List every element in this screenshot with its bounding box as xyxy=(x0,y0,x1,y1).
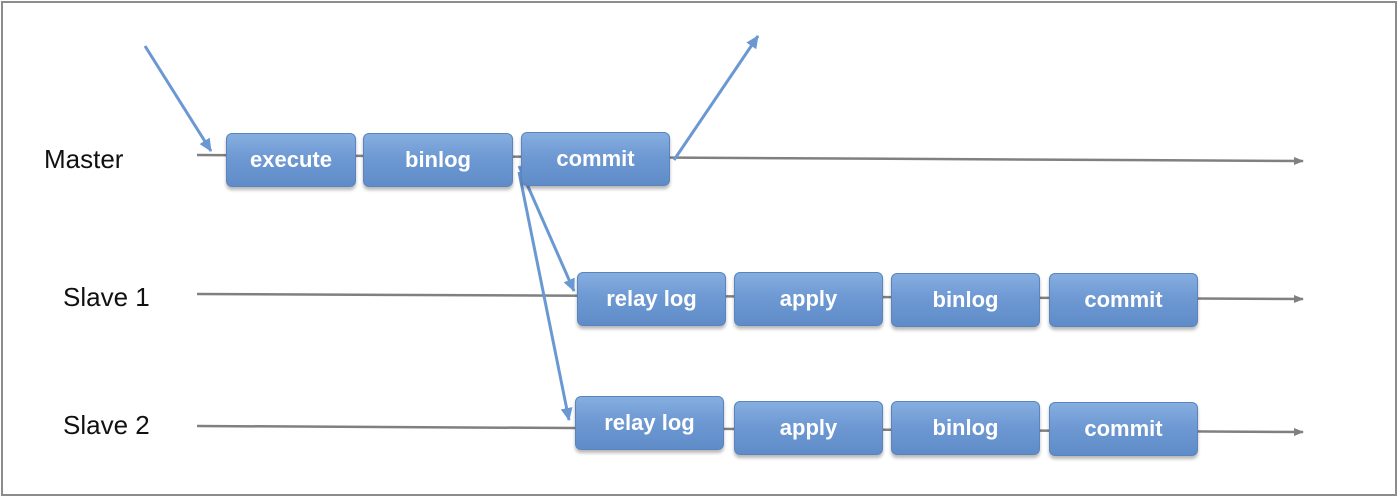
outgoing-arrow xyxy=(672,35,760,161)
slave1-commit-step: commit xyxy=(1049,273,1198,327)
binlog-to-slave1-arrow xyxy=(517,165,576,292)
slave2-binlog-step: binlog xyxy=(891,401,1040,455)
slave1-apply-step: apply xyxy=(734,272,883,326)
slave2-label: Slave 2 xyxy=(63,410,150,440)
master-label: Master xyxy=(44,144,124,174)
master-commit-step: commit xyxy=(521,132,670,186)
slave2-apply-step: apply xyxy=(734,401,883,455)
master-execute-step: execute xyxy=(226,133,356,187)
master-binlog-step: binlog xyxy=(363,133,513,187)
slave2-commit-step: commit xyxy=(1049,402,1198,456)
slave2-relay-log-step: relay log xyxy=(575,396,724,450)
binlog-to-slave2-arrow xyxy=(517,171,573,421)
slave1-relay-log-step: relay log xyxy=(577,272,726,326)
slave1-label: Slave 1 xyxy=(63,282,150,312)
incoming-arrow xyxy=(143,45,213,152)
slave1-binlog-step: binlog xyxy=(891,273,1040,327)
